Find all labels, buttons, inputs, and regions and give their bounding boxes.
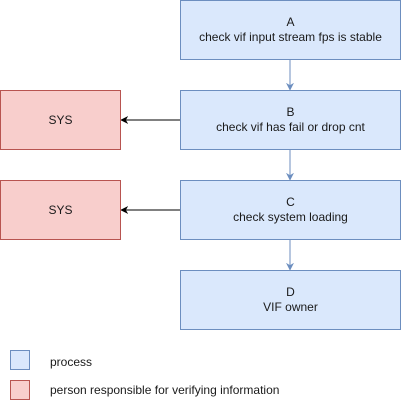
- node-d-letter: D: [286, 285, 295, 299]
- node-a-letter: A: [286, 15, 295, 29]
- node-b-text: check vif has fail or drop cnt: [216, 120, 365, 134]
- node-b[interactable]: B check vif has fail or drop cnt: [180, 90, 401, 150]
- node-a-text: check vif input stream fps is stable: [199, 30, 382, 44]
- node-d-text: VIF owner: [263, 300, 318, 314]
- node-sys-2-text: SYS: [48, 202, 73, 217]
- node-c[interactable]: C check system loading: [180, 180, 401, 240]
- node-d[interactable]: D VIF owner: [180, 270, 401, 330]
- node-c-text: check system loading: [233, 210, 348, 224]
- legend-person-label: person responsible for verifying informa…: [50, 383, 280, 397]
- node-c-letter: C: [286, 195, 295, 209]
- node-a[interactable]: A check vif input stream fps is stable: [180, 0, 401, 60]
- node-sys-1[interactable]: SYS: [0, 90, 121, 150]
- node-sys-1-text: SYS: [48, 112, 73, 127]
- legend-process-label: process: [50, 355, 93, 369]
- node-b-letter: B: [286, 105, 295, 119]
- legend-person-swatch: [10, 380, 30, 400]
- node-sys-2[interactable]: SYS: [0, 180, 121, 240]
- legend-process-swatch: [10, 350, 30, 370]
